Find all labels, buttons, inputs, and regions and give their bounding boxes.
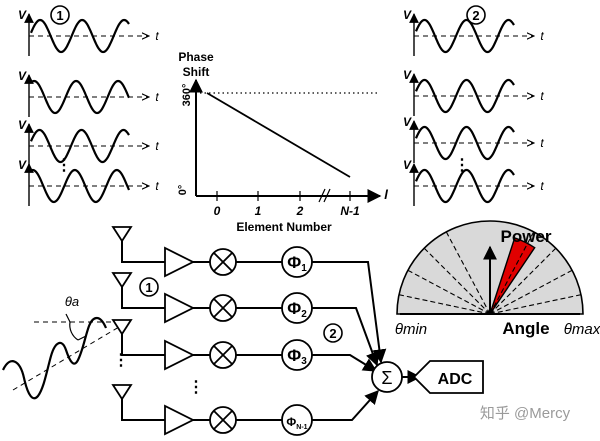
wavefront-line <box>12 323 125 391</box>
phase-tick-1: 1 <box>255 204 262 218</box>
ellipsis-waves-left: ⋮ <box>56 157 72 174</box>
t-label: t <box>155 179 159 193</box>
v-label: V <box>403 8 412 22</box>
v-label: V <box>403 115 412 129</box>
summer-node: Σ <box>371 361 403 393</box>
t-label: t <box>540 179 544 193</box>
adc-label: ADC <box>438 371 473 388</box>
theta-max-label: θmax <box>564 321 600 338</box>
marker-one-array: 1 <box>139 277 159 297</box>
phase-label-4: ΦN-1 <box>286 415 307 431</box>
receive-chain-3: Φ3 <box>111 319 378 372</box>
wave-right-4: Vt <box>403 158 544 206</box>
ellipsis-chains: ⋮ <box>188 379 204 396</box>
phase-x-axis-variable: l <box>384 187 388 202</box>
wire-to-summer <box>312 261 387 364</box>
antenna-icon <box>111 319 165 356</box>
mixer-icon <box>209 406 237 434</box>
t-label: t <box>540 29 544 43</box>
phase-tick-0: 0 <box>214 204 221 218</box>
main-beam-lobe <box>489 237 536 315</box>
marker-two-top: 2 <box>466 5 486 25</box>
wave-left-2: Vt <box>18 69 159 117</box>
antenna-icon <box>111 272 165 309</box>
v-label: V <box>403 158 412 172</box>
svg-text:2: 2 <box>472 8 479 23</box>
wave-right-1: Vt <box>403 8 544 56</box>
wave-right-3: Vt <box>403 115 544 163</box>
lna-icon <box>164 246 196 278</box>
angle-label: Angle <box>502 319 549 338</box>
v-label: V <box>403 68 412 82</box>
adc-block: ADC <box>412 360 484 394</box>
phase-tick-n-1: N-1 <box>340 204 360 218</box>
wave-left-4: Vt <box>18 158 159 206</box>
theta-angle-arc <box>69 321 79 341</box>
wire-to-summer <box>312 389 379 421</box>
receive-chain-4: ΦN-1 <box>111 384 379 436</box>
svg-text:1: 1 <box>56 8 63 23</box>
mixer-icon <box>209 294 237 322</box>
phase-shifter-4: ΦN-1 <box>281 404 313 436</box>
wave-left-1: Vt <box>18 8 159 56</box>
sum-symbol: Σ <box>381 368 392 388</box>
receive-chain-2: Φ2 <box>111 272 380 367</box>
phase-label-3: Φ3 <box>287 346 307 367</box>
phase-shift-line <box>206 92 351 178</box>
t-label: t <box>155 139 159 153</box>
wave-left-3: Vt <box>18 118 159 166</box>
lna-icon <box>164 292 196 324</box>
phase-label-1: Φ1 <box>287 253 307 274</box>
beam-pattern: Power Angle θmin θmax <box>395 220 600 338</box>
v-label: V <box>18 8 27 22</box>
phase-shift-plot: Phase Shift 360° 0° 0 1 2 N-1 l Element … <box>177 50 388 234</box>
incident-wave: θa <box>2 294 125 400</box>
phase-plot-title-line1: Phase <box>178 50 214 64</box>
theta-a-label: θa <box>65 294 79 309</box>
t-label: t <box>155 29 159 43</box>
marker-two-array: 2 <box>323 323 343 343</box>
ellipsis-waves-right: ⋮ <box>454 157 470 174</box>
phase-plot-title-line2: Shift <box>183 65 210 79</box>
v-label: V <box>18 69 27 83</box>
phase-x-axis-label: Element Number <box>236 220 332 234</box>
t-label: t <box>155 90 159 104</box>
phase-shifter-3: Φ3 <box>281 339 313 371</box>
power-label: Power <box>500 227 551 246</box>
phase-y-top-label: 360° <box>181 84 193 107</box>
marker-one-top: 1 <box>50 5 70 25</box>
watermark: 知乎 @Mercy <box>480 405 571 422</box>
theta-min-label: θmin <box>395 321 427 338</box>
lna-icon <box>164 404 196 436</box>
antenna-icon <box>111 226 165 263</box>
t-label: t <box>540 136 544 150</box>
wire-to-summer <box>312 307 380 367</box>
wire-to-summer <box>312 354 378 372</box>
svg-text:1: 1 <box>145 280 152 295</box>
lna-icon <box>164 339 196 371</box>
svg-text:2: 2 <box>329 326 336 341</box>
antenna-icon <box>111 384 165 421</box>
phase-x-ticks <box>216 188 351 203</box>
ellipsis-antennas: ⋮ <box>113 352 129 369</box>
receive-chain-1: Φ1 <box>111 226 387 364</box>
phase-shifter-1: Φ1 <box>281 246 313 278</box>
phase-label-2: Φ2 <box>287 299 307 320</box>
mixer-icon <box>209 248 237 276</box>
phase-shifter-2: Φ2 <box>281 292 313 324</box>
t-label: t <box>540 89 544 103</box>
phase-y-bottom-label: 0° <box>177 185 189 196</box>
v-label: V <box>18 158 27 172</box>
mixer-icon <box>209 341 237 369</box>
phase-tick-2: 2 <box>296 204 304 218</box>
wave-right-2: Vt <box>403 68 544 116</box>
v-label: V <box>18 118 27 132</box>
